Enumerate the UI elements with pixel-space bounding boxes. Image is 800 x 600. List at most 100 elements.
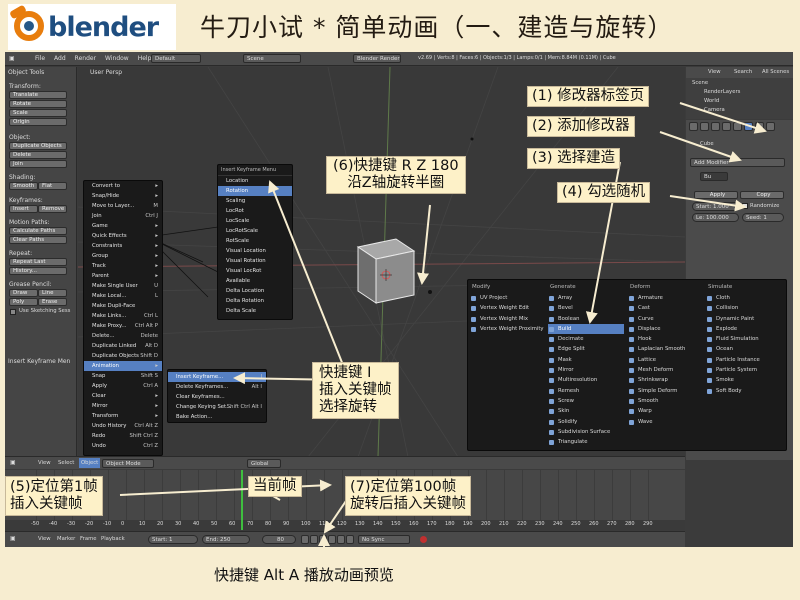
rotate-button[interactable]: Rotate <box>9 100 67 108</box>
current-frame-field[interactable]: 80 <box>262 535 296 544</box>
next-keyframe-icon[interactable] <box>337 535 345 544</box>
modifier-option-dynamic-paint[interactable]: Dynamic Paint <box>706 314 784 324</box>
origin-button[interactable]: Origin <box>9 118 67 126</box>
object-menu-item[interactable]: Quick Effects▸ <box>84 231 162 241</box>
modifier-option-wave[interactable]: Wave <box>628 417 704 427</box>
keyframe-menu-item[interactable]: Delta Rotation <box>226 298 264 304</box>
info-menu-add[interactable]: Add <box>54 55 66 62</box>
current-frame-indicator[interactable] <box>241 470 243 530</box>
modifier-option-mirror[interactable]: Mirror <box>548 365 624 375</box>
keyframe-menu-item[interactable]: LocRotScale <box>226 228 259 234</box>
line-button[interactable]: Line <box>38 289 67 297</box>
keyframe-menu-item[interactable]: Visual Rotation <box>226 258 266 264</box>
modifier-option-particle-system[interactable]: Particle System <box>706 365 784 375</box>
modifier-option-cloth[interactable]: Cloth <box>706 293 784 303</box>
object-menu-item[interactable]: Make Links...Ctrl L <box>84 311 162 321</box>
start-frame-field[interactable]: Start: 1 <box>148 535 198 544</box>
modifier-option-curve[interactable]: Curve <box>628 314 704 324</box>
modifier-option-hook[interactable]: Hook <box>628 334 704 344</box>
prev-keyframe-icon[interactable] <box>310 535 318 544</box>
playback-menu[interactable]: Playback <box>101 536 125 542</box>
object-menu-item[interactable]: Delete...Delete <box>84 331 162 341</box>
keyframe-menu-item[interactable]: RotScale <box>226 238 250 244</box>
modifier-option-uv-project[interactable]: UV Project <box>470 293 546 303</box>
history-button[interactable]: History... <box>9 267 67 275</box>
outliner-view-menu[interactable]: View <box>708 69 721 75</box>
constraints-tab-icon[interactable] <box>733 122 742 131</box>
render-engine-select[interactable]: Blender Render <box>353 54 401 63</box>
scene-select[interactable]: Scene <box>243 54 301 63</box>
modifier-option-skin[interactable]: Skin <box>548 406 624 416</box>
info-menu-help[interactable]: Help <box>137 55 152 62</box>
modifier-option-triangulate[interactable]: Triangulate <box>548 437 624 447</box>
translate-button[interactable]: Translate <box>9 91 67 99</box>
modifier-option-warp[interactable]: Warp <box>628 406 704 416</box>
modifier-option-soft-body[interactable]: Soft Body <box>706 386 784 396</box>
material-tab-icon[interactable] <box>766 122 775 131</box>
object-menu-item[interactable]: Parent▸ <box>84 271 162 281</box>
modifier-option-smoke[interactable]: Smoke <box>706 375 784 385</box>
end-frame-field[interactable]: End: 250 <box>202 535 250 544</box>
keyframe-menu-item[interactable]: Available <box>226 278 250 284</box>
object-menu-item[interactable]: Track▸ <box>84 261 162 271</box>
animation-submenu-item[interactable]: Delete Keyframes...Alt I <box>168 382 266 392</box>
info-editor-icon[interactable]: ▣ <box>9 55 15 62</box>
modifier-option-solidify[interactable]: Solidify <box>548 417 624 427</box>
keyframe-menu-item[interactable]: Scaling <box>226 198 246 204</box>
object-menu-item[interactable]: Constraints▸ <box>84 241 162 251</box>
modifier-option-explode[interactable]: Explode <box>706 324 784 334</box>
keyframe-menu-item[interactable]: Location <box>226 178 249 184</box>
world-tab-icon[interactable] <box>711 122 720 131</box>
erase-button[interactable]: Erase <box>38 298 67 306</box>
modifier-option-collision[interactable]: Collision <box>706 303 784 313</box>
play-reverse-icon[interactable] <box>319 535 327 544</box>
modifier-option-lattice[interactable]: Lattice <box>628 355 704 365</box>
delete-button[interactable]: Delete <box>9 151 67 159</box>
smooth-button[interactable]: Smooth <box>9 182 38 190</box>
object-tab-icon[interactable] <box>722 122 731 131</box>
object-menu-item[interactable]: Make Local...L <box>84 291 162 301</box>
modifier-option-particle-instance[interactable]: Particle Instance <box>706 355 784 365</box>
repeat-last-button[interactable]: Repeat Last <box>9 258 67 266</box>
modifier-option-displace[interactable]: Displace <box>628 324 704 334</box>
animation-submenu-item[interactable]: Clear Keyframes... <box>168 392 266 402</box>
record-icon[interactable] <box>420 536 427 543</box>
modifier-option-shrinkwrap[interactable]: Shrinkwrap <box>628 375 704 385</box>
jump-start-icon[interactable] <box>301 535 309 544</box>
outliner-item[interactable]: Camera <box>704 107 725 113</box>
keyframe-menu-item[interactable]: Visual Location <box>226 248 266 254</box>
timeline-view-menu[interactable]: View <box>38 536 51 542</box>
outliner-item[interactable]: RenderLayers <box>704 89 741 95</box>
modifier-option-array[interactable]: Array <box>548 293 624 303</box>
render-tab-icon[interactable] <box>689 122 698 131</box>
calculate-paths-button[interactable]: Calculate Paths <box>9 227 67 235</box>
modifier-option-mesh-deform[interactable]: Mesh Deform <box>628 365 704 375</box>
object-menu-item[interactable]: Convert to▸ <box>84 181 162 191</box>
randomize-checkbox[interactable] <box>742 203 748 209</box>
object-menu-item[interactable]: Group▸ <box>84 251 162 261</box>
animation-submenu-item[interactable]: Insert Keyframe...I <box>168 372 266 382</box>
length-field[interactable]: Le: 100.000 <box>692 213 739 222</box>
outliner-search-menu[interactable]: Search <box>734 69 753 75</box>
object-menu-item[interactable]: Mirror▸ <box>84 401 162 411</box>
editor-type-icon[interactable]: ▣ <box>10 459 16 466</box>
object-menu-item[interactable]: Clear▸ <box>84 391 162 401</box>
modifier-option-laplacian-smooth[interactable]: Laplacian Smooth <box>628 344 704 354</box>
modifier-option-smooth[interactable]: Smooth <box>628 396 704 406</box>
modifier-option-edge-split[interactable]: Edge Split <box>548 344 624 354</box>
object-menu-item[interactable]: Move to Layer...M <box>84 201 162 211</box>
modifier-name-field[interactable]: Bu <box>700 172 728 181</box>
apply-modifier-button[interactable]: Apply <box>694 191 738 199</box>
modifier-option-vertex-weight-proximity[interactable]: Vertex Weight Proximity <box>470 324 546 334</box>
object-menu-item[interactable]: Animation▸ <box>84 361 162 371</box>
draw-button[interactable]: Draw <box>9 289 38 297</box>
timeline-editor-icon[interactable]: ▣ <box>10 535 16 542</box>
keyframe-menu-item[interactable]: Delta Location <box>226 288 265 294</box>
sync-select[interactable]: No Sync <box>358 535 410 544</box>
modifier-option-bevel[interactable]: Bevel <box>548 303 624 313</box>
